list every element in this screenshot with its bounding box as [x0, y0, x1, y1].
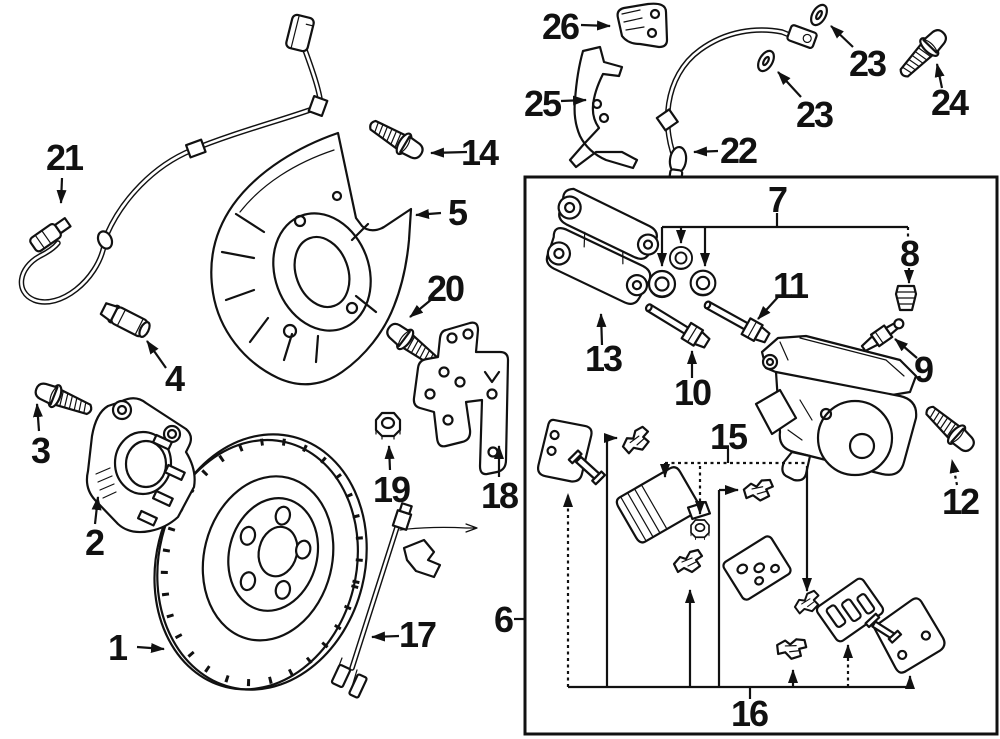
callout-label-15[interactable]: 15 [710, 416, 750, 457]
callout-label-24[interactable]: 24 [931, 82, 971, 123]
part-washer-7c [689, 269, 717, 297]
abs-sensor-head [29, 217, 72, 253]
callout-label-5[interactable]: 5 [448, 192, 470, 233]
callout-label-21[interactable]: 21 [46, 137, 86, 178]
leader-line [830, 25, 854, 48]
part-abs-harness-21 [18, 13, 329, 305]
leader-line [91, 496, 102, 525]
part-brake-rotor [153, 433, 368, 691]
part-outer-pad [815, 577, 885, 643]
callout-label-17[interactable]: 17 [399, 614, 438, 655]
callout-label-26[interactable]: 26 [542, 6, 581, 47]
leader-line [56, 177, 67, 204]
callout-label-14[interactable]: 14 [461, 132, 501, 173]
part-brake-hose-22 [655, 24, 818, 188]
callout-label-8[interactable]: 8 [900, 233, 921, 274]
callout-label-20[interactable]: 20 [427, 268, 466, 309]
part-pad-shim-left [536, 418, 607, 486]
callout-label-22[interactable]: 22 [720, 130, 759, 171]
callout-label-9[interactable]: 9 [914, 349, 935, 390]
part-splash-shield-5 [210, 131, 413, 386]
part-clip-nut-15 [690, 519, 710, 541]
leader-line [560, 95, 587, 106]
callout-label-4[interactable]: 4 [165, 358, 187, 399]
callout-label-3[interactable]: 3 [31, 430, 52, 471]
part-washer-7a [647, 269, 677, 299]
leader-line [136, 643, 165, 654]
callout-label-19[interactable]: 19 [373, 469, 412, 510]
callout-label-16[interactable]: 16 [731, 693, 770, 734]
part-cap-8 [894, 284, 918, 312]
leader-line [430, 147, 468, 158]
leader-line [949, 459, 960, 486]
leader-line [415, 208, 442, 219]
leader-line [894, 338, 918, 359]
callout-label-23a[interactable]: 23 [796, 94, 835, 135]
leader-line [934, 63, 945, 89]
leader-line [384, 445, 395, 471]
leader-line [596, 313, 607, 346]
part-wheel-hub [85, 397, 196, 534]
callout-label-2[interactable]: 2 [85, 522, 106, 563]
callout-label-12[interactable]: 12 [942, 481, 981, 522]
part-caliper-bracket-13 [545, 187, 660, 305]
part-bleeder-valve-9 [860, 318, 905, 353]
leader-line [371, 631, 400, 642]
callout-label-11[interactable]: 11 [773, 265, 811, 306]
callout-label-23b[interactable]: 23 [849, 43, 888, 84]
part-bolt-24 [893, 23, 953, 84]
callout-label-6[interactable]: 6 [494, 599, 515, 640]
callout-label-10[interactable]: 10 [674, 372, 713, 413]
part-flange-nut-19 [374, 411, 402, 441]
leader-line [757, 296, 779, 320]
leader-line [409, 298, 433, 318]
leader-line [693, 146, 719, 157]
leader-line [32, 403, 43, 432]
part-oring-23a [753, 47, 779, 75]
part-bracket-18 [412, 321, 510, 476]
part-caliper-body [754, 334, 918, 482]
part-abs-sensor-17 [330, 502, 478, 699]
leader-line [580, 20, 611, 31]
part-oring-23b [806, 1, 832, 29]
callout-label-7[interactable]: 7 [768, 179, 789, 220]
part-bracket-26 [616, 2, 669, 49]
part-washer-7b [669, 246, 693, 270]
part-pad-shim-right [864, 597, 946, 674]
part-bolt-3 [31, 377, 97, 423]
leader-line [146, 340, 167, 369]
callout-label-18[interactable]: 18 [481, 475, 520, 516]
callout-label-13[interactable]: 13 [585, 338, 624, 379]
leader-line [777, 71, 802, 98]
part-guide-pin-4 [99, 302, 151, 338]
part-pad-with-holes [722, 535, 792, 601]
callout-label-1[interactable]: 1 [108, 627, 130, 668]
part-bracket-25 [568, 45, 639, 170]
part-bolt-14 [363, 113, 429, 166]
callout-label-25[interactable]: 25 [524, 83, 564, 124]
